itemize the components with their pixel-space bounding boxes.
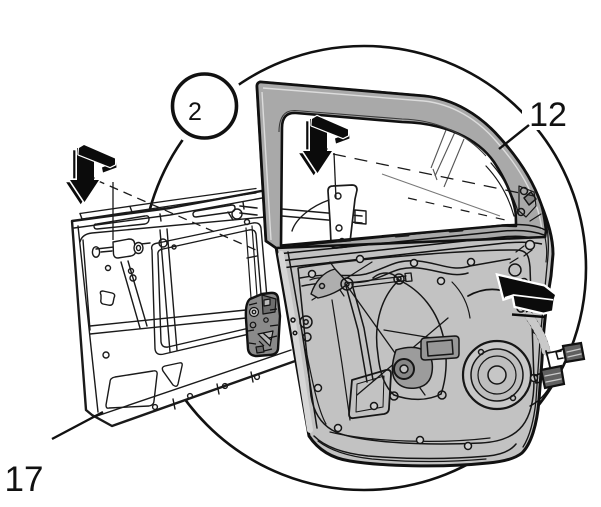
svg-text:17: 17: [5, 460, 44, 499]
svg-text:12: 12: [529, 96, 567, 134]
svg-text:2: 2: [188, 98, 202, 126]
